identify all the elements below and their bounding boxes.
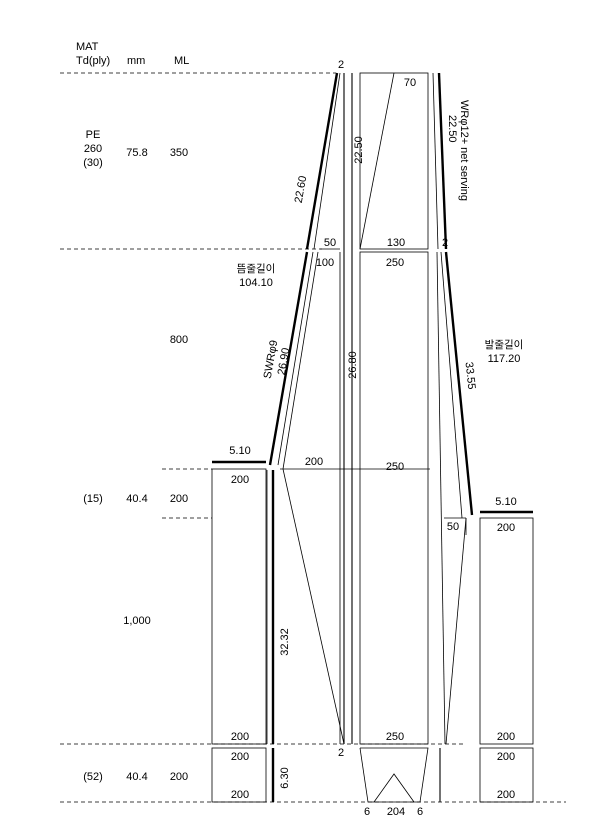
right-lower-inner [436, 251, 446, 745]
label-right-box-bottom: 200 [497, 731, 515, 743]
label-ext-right-top: 200 [497, 751, 515, 763]
left-panel-upper-diag [282, 251, 319, 470]
label-right-2: 2 [442, 237, 448, 249]
upper-center-diagonal [359, 72, 395, 250]
right-upper-rope [437, 72, 448, 250]
label-panel-250-b: 250 [386, 461, 404, 473]
label-center-lower: 26.80 [347, 351, 359, 379]
left-ext-box [211, 747, 267, 803]
section1-td: 260 [84, 143, 102, 155]
label-panel-250-c: 250 [386, 731, 404, 743]
codend-v [373, 773, 415, 803]
label-left-box-top: 200 [231, 474, 249, 486]
label-right-510: 5.10 [495, 496, 516, 508]
section5-mm: 40.4 [126, 771, 147, 783]
codend-trapezoid [359, 747, 429, 803]
upper-wing-rope [305, 72, 339, 250]
label-left-dim-vertical: 32.32 [279, 628, 291, 656]
section1-ply: (30) [83, 157, 103, 169]
swr-rope [268, 251, 309, 466]
label-bottom-6-right: 6 [417, 806, 423, 818]
header-mat: MAT [76, 41, 99, 53]
right-ext-box [479, 747, 534, 803]
right-upper-inner [432, 72, 439, 250]
right-panel-lower-diag [445, 517, 467, 745]
label-sinker-line: 발줄길이 [485, 338, 524, 351]
label-ext-left-top: 200 [231, 751, 249, 763]
header-td: Td(ply) [76, 55, 110, 67]
label-bottom-6-left: 6 [364, 806, 370, 818]
label-right-box-top: 200 [497, 522, 515, 534]
section3-ml: 200 [170, 493, 188, 505]
lower-wing-inner-line [277, 251, 314, 466]
label-right-rope: WRφ12+ net serving [458, 100, 470, 201]
left-lower-box [211, 468, 267, 745]
right-lower-rope [444, 251, 474, 516]
header-ml: ML [174, 55, 189, 67]
label-right-50: 50 [447, 521, 459, 533]
middle-center-panel [359, 251, 429, 745]
label-bottom-204: 204 [387, 806, 405, 818]
label-float-line: 뜸줄길이 [237, 262, 276, 275]
section3-mm: 40.4 [126, 493, 147, 505]
label-left-box-bottom: 200 [231, 731, 249, 743]
section1-ml: 350 [170, 147, 188, 159]
upper-wing-inner-line [313, 72, 341, 250]
label-ext-right-bottom: 200 [497, 789, 515, 801]
label-center-upper: 22.50 [353, 136, 365, 164]
label-mid-130: 130 [387, 237, 405, 249]
label-right-len: 33.55 [463, 361, 478, 390]
label-ext-left-bottom: 200 [231, 789, 249, 801]
label-panel-100: 100 [316, 257, 334, 269]
header-mm: mm [127, 55, 145, 67]
label-sinker-line-len: 117.20 [488, 353, 521, 365]
right-lower-box [479, 517, 534, 745]
label-swr-len: 26.90 [276, 347, 293, 376]
label-right-rope-len: 22.50 [446, 115, 458, 143]
label-ext-dim: 6.30 [279, 767, 291, 788]
label-top-left-dim: 2 [338, 59, 344, 71]
label-panel-200-mid: 200 [305, 456, 323, 468]
section2-ml: 800 [170, 334, 188, 346]
section4-ml: 1,000 [123, 615, 151, 627]
label-float-line-len: 104.10 [239, 277, 273, 289]
section5-ply: (52) [83, 771, 103, 783]
label-wing-upper-left: 22.60 [293, 175, 310, 204]
label-left-510: 5.10 [229, 445, 250, 457]
upper-center-panel [359, 72, 429, 250]
section5-ml: 200 [170, 771, 188, 783]
right-panel-diag [440, 251, 463, 519]
section1-mm: 75.8 [126, 147, 147, 159]
label-panel-250-a: 250 [386, 257, 404, 269]
left-panel-lower-diag [282, 468, 345, 745]
section1-material: PE [86, 129, 101, 141]
label-bottom-2: 2 [338, 747, 344, 759]
section3-ply: (15) [83, 493, 103, 505]
label-mid-50: 50 [324, 237, 336, 249]
label-top-center-dim: 70 [404, 77, 416, 89]
